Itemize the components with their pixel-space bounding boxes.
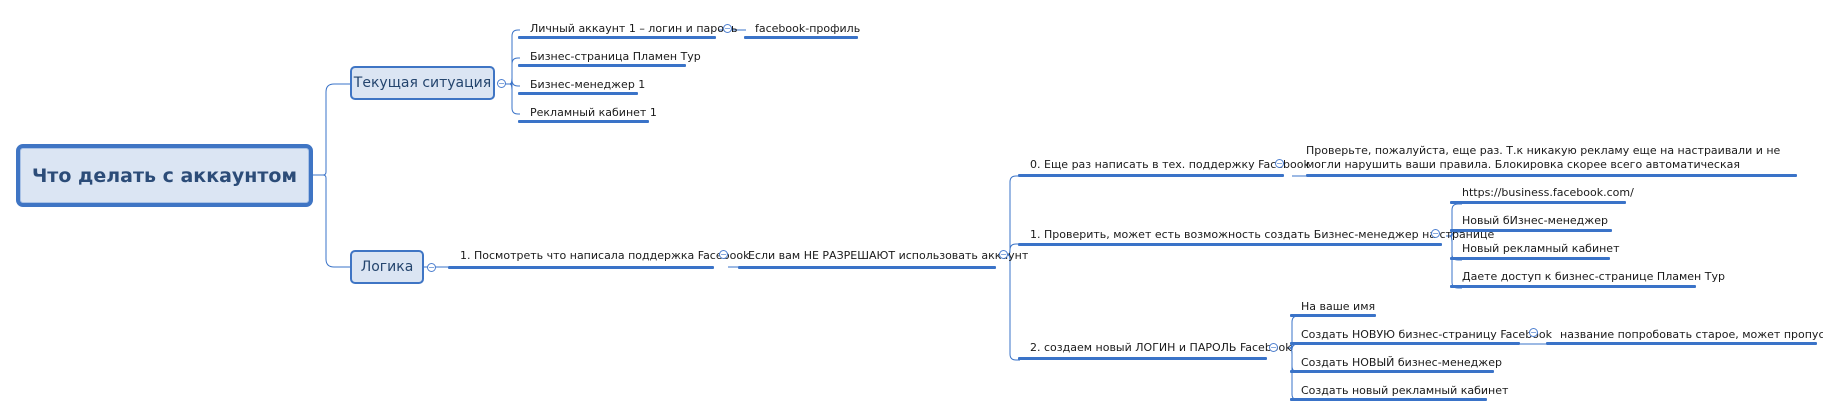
topic-underline [1018, 357, 1267, 360]
topic-underline [518, 36, 716, 39]
topic-underline [1306, 174, 1797, 177]
topic-underline [738, 266, 996, 269]
branch-current-situation[interactable]: Текущая ситуация [350, 66, 495, 100]
topic-check-support-reply[interactable]: 1. Посмотреть что написала поддержка Fac… [460, 249, 750, 262]
topic-new-business-page[interactable]: Создать НОВУЮ бизнес-страницу Facebook [1301, 328, 1553, 341]
collapse-icon[interactable]: − [1275, 159, 1284, 168]
topic-old-name-note[interactable]: название попробовать старое, может пропу… [1560, 328, 1823, 341]
topic-underline [1546, 342, 1817, 345]
branch-logic[interactable]: Логика [350, 250, 424, 284]
topic-support-message[interactable]: Проверьте, пожалуйста, еще раз. Т.к ника… [1306, 144, 1781, 171]
topic-underline [1290, 314, 1376, 317]
topic-new-ad-account[interactable]: Новый рекламный кабинет [1462, 242, 1620, 255]
topic-underline [1018, 174, 1284, 177]
topic-underline [1450, 285, 1696, 288]
topic-in-your-name[interactable]: На ваше имя [1301, 300, 1376, 313]
topic-option-new-login[interactable]: 2. создаем новый ЛОГИН и ПАРОЛЬ Facebook [1030, 341, 1292, 354]
topic-underline [1450, 229, 1612, 232]
topic-if-not-allowed[interactable]: Если вам НЕ РАЗРЕШАЮТ использовать аккау… [748, 249, 1029, 262]
collapse-icon[interactable]: − [999, 250, 1008, 259]
collapse-icon[interactable]: − [719, 250, 728, 259]
topic-underline [518, 64, 686, 67]
topic-business-url[interactable]: https://business.facebook.com/ [1462, 186, 1634, 199]
topic-underline [1290, 342, 1520, 345]
topic-underline [1450, 201, 1626, 204]
topic-new-business-manager[interactable]: Новый бИзнес-менеджер [1462, 214, 1608, 227]
root-node[interactable]: Что делать с аккаунтом [16, 144, 313, 207]
topic-underline [1290, 370, 1494, 373]
root-label: Что делать с аккаунтом [31, 164, 298, 187]
topic-underline [1018, 243, 1442, 246]
collapse-icon[interactable]: − [427, 263, 436, 272]
topic-option-check-business-manager[interactable]: 1. Проверить, может есть возможность соз… [1030, 228, 1495, 241]
topic-underline [518, 92, 638, 95]
topic-facebook-profile[interactable]: facebook-профиль [755, 22, 861, 35]
topic-underline [1290, 398, 1487, 401]
topic-business-page[interactable]: Бизнес-страница Пламен Тур [530, 50, 701, 63]
collapse-icon[interactable]: − [1431, 229, 1440, 238]
branch-current-situation-label: Текущая ситуация [353, 75, 492, 91]
topic-underline [448, 266, 714, 269]
topic-personal-account[interactable]: Личный аккаунт 1 – логин и пароль [530, 22, 738, 35]
topic-business-manager[interactable]: Бизнес-менеджер 1 [530, 78, 646, 91]
topic-underline [744, 36, 858, 39]
topic-underline [1450, 257, 1610, 260]
topic-grant-page-access[interactable]: Даете доступ к бизнес-странице Пламен Ту… [1462, 270, 1725, 283]
collapse-icon[interactable]: − [497, 79, 506, 88]
topic-ad-account[interactable]: Рекламный кабинет 1 [530, 106, 657, 119]
topic-option-contact-support[interactable]: 0. Еще раз написать в тех. поддержку Fac… [1030, 158, 1310, 171]
topic-new-ad-account-create[interactable]: Создать новый рекламный кабинет [1301, 384, 1509, 397]
collapse-icon[interactable]: − [1529, 328, 1538, 337]
collapse-icon[interactable]: − [1269, 343, 1278, 352]
collapse-icon[interactable]: − [723, 24, 732, 33]
topic-new-business-manager-create[interactable]: Создать НОВЫЙ бизнес-менеджер [1301, 356, 1502, 369]
topic-underline [518, 120, 649, 123]
branch-logic-label: Логика [360, 259, 414, 275]
